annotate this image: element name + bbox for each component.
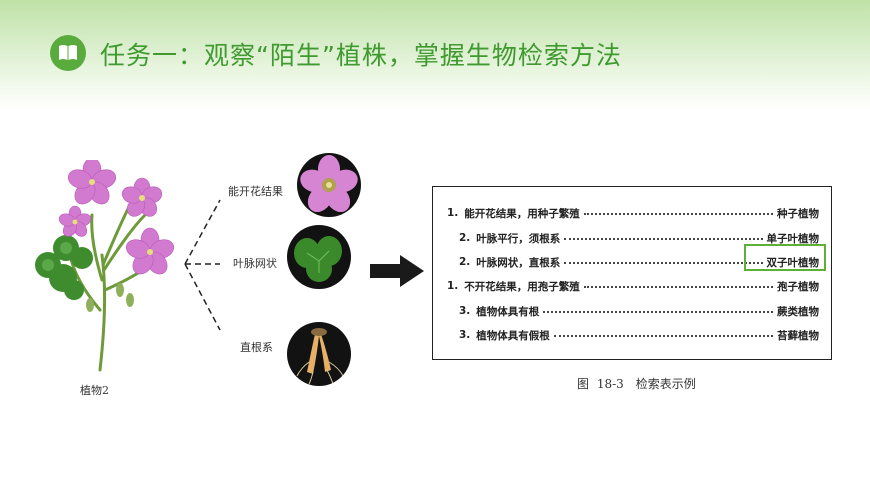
leader-dots xyxy=(564,262,763,264)
leader-dots xyxy=(564,238,763,240)
leader-dots xyxy=(543,311,773,313)
key-row-text: 植物体具有根 xyxy=(476,305,540,318)
book-icon xyxy=(50,35,86,71)
header-band xyxy=(0,0,870,110)
key-row-result: 孢子植物 xyxy=(777,280,819,293)
key-row: 2. 叶脉网状，直根系 双子叶植物 xyxy=(459,256,820,269)
highlight-box xyxy=(744,244,826,271)
key-row: 3. 植物体具有假根 苔藓植物 xyxy=(459,329,819,342)
figure-caption: 图 18-3 检索表示例 xyxy=(577,377,696,391)
leader-dots xyxy=(553,335,773,337)
taproot-image xyxy=(287,322,351,386)
right-arrow-icon xyxy=(370,255,424,287)
clover-leaf-image xyxy=(287,225,351,289)
branch-connectors xyxy=(184,199,221,331)
leader-dots xyxy=(583,286,773,288)
key-row-result: 单子叶植物 xyxy=(766,232,820,245)
branch-label-flower: 能开花结果 xyxy=(228,185,283,198)
branch-label-leaf: 叶脉网状 xyxy=(233,257,277,270)
dichotomous-key-table: 1. 能开花结果，用种子繁殖 种子植物 2. 叶脉平行，须根系 单子叶植物 2.… xyxy=(432,186,832,360)
key-row: 2. 叶脉平行，须根系 单子叶植物 xyxy=(459,232,820,245)
leader-dots xyxy=(583,213,773,215)
key-row-result: 蕨类植物 xyxy=(777,305,819,318)
key-row-text: 能开花结果，用种子繁殖 xyxy=(464,207,580,220)
page-title: 任务一：观察“陌生”植株，掌握生物检索方法 xyxy=(100,41,622,70)
plant-illustration xyxy=(35,160,175,372)
plant-caption: 植物2 xyxy=(80,384,109,397)
key-row: 1. 能开花结果，用种子繁殖 种子植物 xyxy=(447,207,819,220)
key-row: 1. 不开花结果，用孢子繁殖 孢子植物 xyxy=(447,280,819,293)
branch-label-root: 直根系 xyxy=(240,341,273,354)
key-row-text: 叶脉平行，须根系 xyxy=(476,232,561,245)
key-row-result: 双子叶植物 xyxy=(766,256,820,269)
key-row-result: 苔藓植物 xyxy=(777,329,819,342)
pink-flower-image xyxy=(297,153,361,217)
key-row-text: 植物体具有假根 xyxy=(476,329,550,342)
key-row: 3. 植物体具有根 蕨类植物 xyxy=(459,305,819,318)
key-row-result: 种子植物 xyxy=(777,207,819,220)
key-row-text: 不开花结果，用孢子繁殖 xyxy=(464,280,580,293)
key-row-text: 叶脉网状，直根系 xyxy=(476,256,561,269)
